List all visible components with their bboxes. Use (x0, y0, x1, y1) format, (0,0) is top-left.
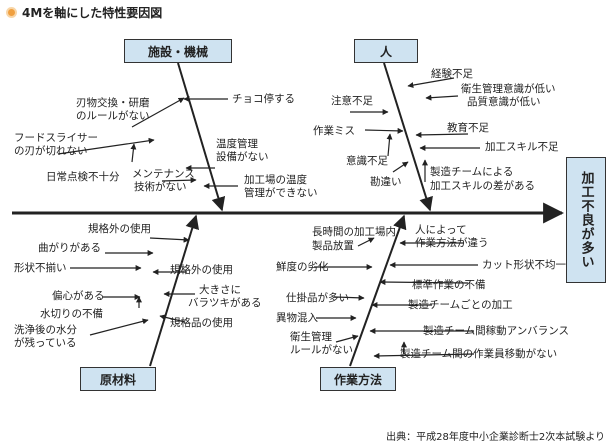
cause-label: 注意不足 (331, 95, 373, 107)
cause-label: 規格品の使用 (170, 317, 233, 329)
cause-label: 管理ができない (244, 187, 318, 199)
cause-label: カット形状不均一 (482, 259, 566, 271)
cause-label: 作業方法が違う (415, 237, 489, 249)
cause-label: 製造チームによる (430, 166, 514, 178)
category-people: 人 (354, 39, 418, 63)
category-material: 原材料 (80, 367, 156, 391)
cause-label: 大きさに (199, 284, 241, 296)
cause-label: 標準作業の不備 (412, 279, 486, 291)
cause-label: 温度管理 (216, 138, 258, 150)
cause-label: 異物混入 (276, 312, 318, 324)
cause-label: メンテナンス (132, 168, 195, 180)
cause-label: 教育不足 (447, 122, 489, 134)
cause-label: 技術がない (134, 181, 187, 193)
cause-label: 設備がない (216, 151, 269, 163)
cause-label: 加工スキル不足 (485, 141, 559, 153)
cause-label: バラツキがある (188, 297, 262, 309)
diagram-title: 4Mを軸にした特性要因図 (6, 4, 162, 21)
cause-label: 意識不足 (346, 155, 388, 167)
title-text: 4Mを軸にした特性要因図 (22, 6, 163, 20)
cause-label: 製品放置 (312, 240, 354, 252)
cause-label: 規格外の使用 (170, 264, 233, 276)
cause-label: ルールがない (290, 344, 353, 356)
cause-label: チョコ停する (232, 93, 295, 105)
bone-method (349, 214, 407, 367)
cause-label: 鮮度の劣化 (276, 261, 329, 273)
cause-label: 規格外の使用 (88, 223, 151, 235)
cause-label: 長時間の加工場内 (312, 226, 396, 238)
cause-label: 勘違い (370, 176, 402, 188)
cause-label: 作業ミス (313, 125, 355, 137)
cause-label: のルールがない (76, 110, 150, 122)
cause-label: 品質意識が低い (467, 96, 541, 108)
category-facility: 施設・機械 (124, 39, 232, 63)
effect-box: 加工不良が多い (566, 157, 606, 283)
cause-label: 人によって (415, 224, 467, 236)
cause-label: 曲がりがある (38, 242, 101, 254)
cause-label: 加工スキルの差がある (430, 180, 535, 192)
cause-label: 衛生管理 (290, 331, 332, 343)
cause-label: 製造チーム間稼動アンバランス (423, 325, 570, 337)
cause-label: 仕掛品が多い (286, 292, 349, 304)
cause-label: 製造チーム間の作業員移動がない (400, 348, 558, 360)
bone-people (383, 62, 433, 212)
cause-label: 衛生管理意識が低い (461, 83, 556, 95)
cause-label: が残っている (14, 337, 77, 349)
cause-label: 洗浄後の水分 (14, 324, 77, 336)
cause-label: 形状不揃い (14, 262, 67, 274)
cause-label: の刃が切れない (14, 145, 88, 157)
cause-label: フードスライサー (14, 132, 98, 144)
bullet-icon (6, 7, 17, 18)
cause-label: 加工場の温度 (244, 174, 307, 186)
cause-label: 水切りの不備 (40, 308, 103, 320)
cause-label: 刃物交換・研磨 (76, 97, 150, 109)
cause-label: 日常点検不十分 (46, 171, 120, 183)
cause-label: 製造チームごとの加工 (408, 299, 513, 311)
category-method: 作業方法 (320, 367, 396, 391)
source-note: 出典：平成28年度中小企業診断士2次本試験より (386, 432, 605, 443)
cause-label: 偏心がある (52, 290, 105, 302)
cause-label: 経験不足 (431, 68, 473, 80)
